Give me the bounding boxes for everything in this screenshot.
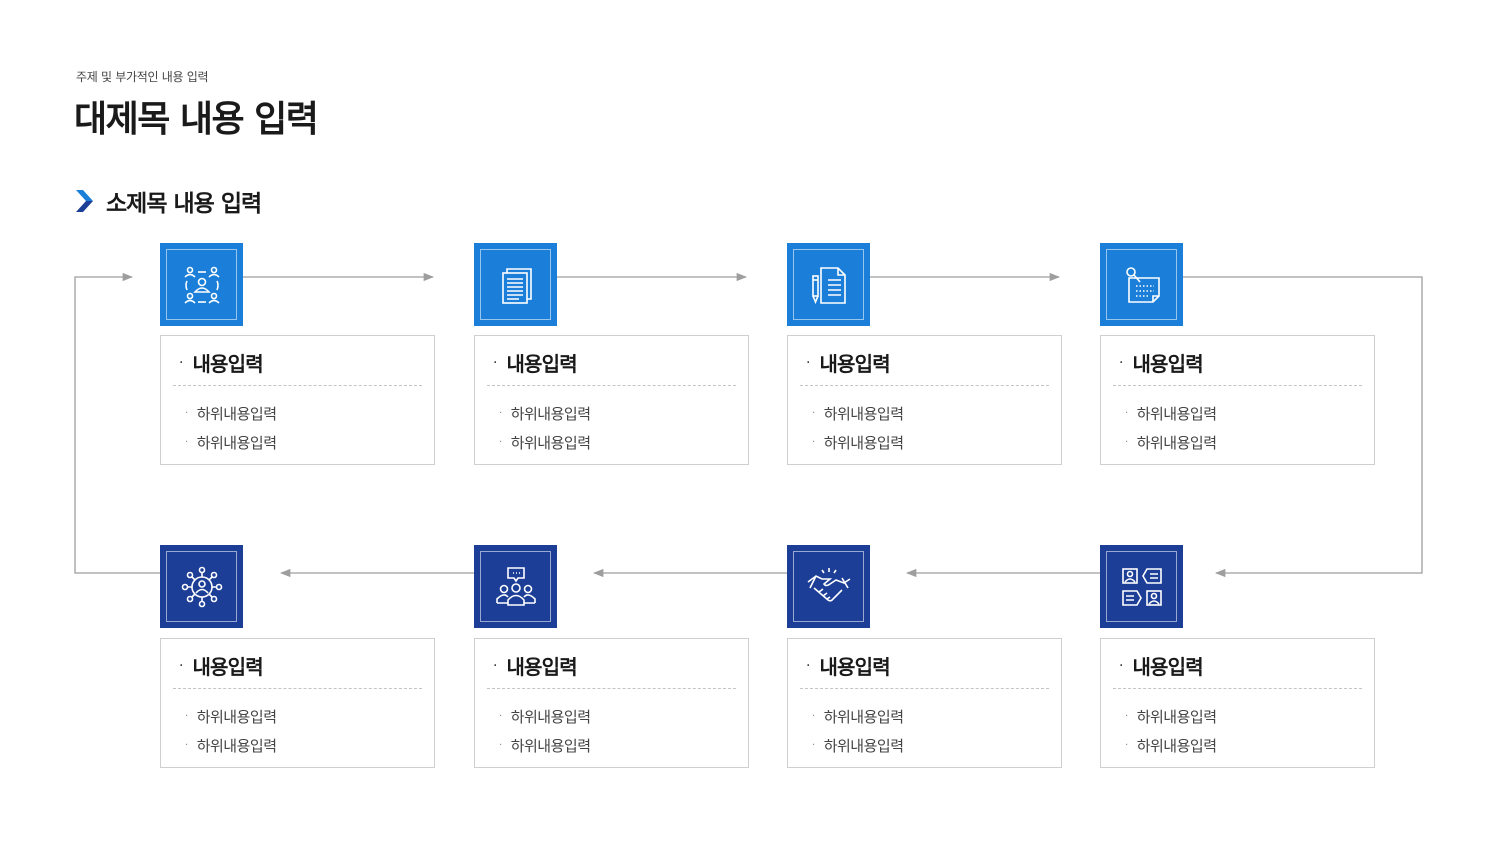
list-item: ·하위내용입력	[812, 404, 904, 423]
list-item: ·하위내용입력	[812, 433, 904, 452]
notepad-pin-icon	[1125, 266, 1160, 303]
step-title: 내용입력	[1132, 352, 1203, 376]
document-pen-icon	[811, 266, 846, 304]
step-title: 내용입력	[506, 655, 577, 679]
team-chat-icon	[495, 566, 536, 606]
list-item: ·하위내용입력	[1125, 404, 1217, 423]
step-title: 내용입력	[506, 352, 577, 376]
step-1-icon-box	[160, 243, 243, 326]
page-subtitle: 주제 및 부가적인 내용 입력	[76, 70, 209, 84]
divider	[487, 688, 736, 689]
chevron-right-icon	[76, 190, 93, 212]
step-7-icon-box	[787, 545, 870, 628]
list-item: ·하위내용입력	[1125, 433, 1217, 452]
divider	[1113, 385, 1362, 386]
step-6-card: ·내용입력 ·하위내용입력 ·하위내용입력	[474, 638, 749, 768]
list-item: ·하위내용입력	[812, 736, 904, 755]
step-6-icon-box	[474, 545, 557, 628]
list-item: ·하위내용입력	[1125, 736, 1217, 755]
step-2-card: ·내용입력 ·하위내용입력 ·하위내용입력	[474, 335, 749, 465]
page-title: 대제목 내용 입력	[74, 99, 319, 140]
step-2-icon-box	[474, 243, 557, 326]
step-7-card: ·내용입력 ·하위내용입력 ·하위내용입력	[787, 638, 1062, 768]
list-item: ·하위내용입력	[1125, 707, 1217, 726]
list-item: ·하위내용입력	[185, 433, 277, 452]
list-item: ·하위내용입력	[499, 433, 591, 452]
divider	[800, 688, 1049, 689]
list-item: ·하위내용입력	[499, 707, 591, 726]
section-heading: 소제목 내용 입력	[74, 184, 262, 218]
list-item: ·하위내용입력	[185, 707, 277, 726]
divider	[1113, 688, 1362, 689]
step-4-card: ·내용입력 ·하위내용입력 ·하위내용입력	[1100, 335, 1375, 465]
list-item: ·하위내용입력	[185, 736, 277, 755]
section-label: 소제목 내용 입력	[106, 191, 262, 217]
step-title: 내용입력	[1132, 655, 1203, 679]
profile-exchange-icon	[1121, 567, 1162, 606]
list-item: ·하위내용입력	[185, 404, 277, 423]
step-title: 내용입력	[819, 655, 890, 679]
step-5-icon-box	[160, 545, 243, 628]
people-hub-icon	[181, 566, 222, 607]
document-stack-icon	[501, 267, 532, 304]
step-8-card: ·내용입력 ·하위내용입력 ·하위내용입력	[1100, 638, 1375, 768]
step-title: 내용입력	[192, 655, 263, 679]
divider	[173, 688, 422, 689]
divider	[800, 385, 1049, 386]
divider	[487, 385, 736, 386]
divider	[173, 385, 422, 386]
list-item: ·하위내용입력	[499, 736, 591, 755]
step-title: 내용입력	[192, 352, 263, 376]
people-network-icon	[183, 266, 220, 304]
flow-arrow	[74, 272, 160, 574]
handshake-icon	[807, 567, 850, 602]
step-5-card: ·내용입력 ·하위내용입력 ·하위내용입력	[160, 638, 435, 768]
step-1-card: ·내용입력 ·하위내용입력 ·하위내용입력	[160, 335, 435, 465]
step-3-icon-box	[787, 243, 870, 326]
list-item: ·하위내용입력	[499, 404, 591, 423]
flow-arrow	[1183, 276, 1423, 578]
step-4-icon-box	[1100, 243, 1183, 326]
step-title: 내용입력	[819, 352, 890, 376]
step-3-card: ·내용입력 ·하위내용입력 ·하위내용입력	[787, 335, 1062, 465]
step-8-icon-box	[1100, 545, 1183, 628]
list-item: ·하위내용입력	[812, 707, 904, 726]
